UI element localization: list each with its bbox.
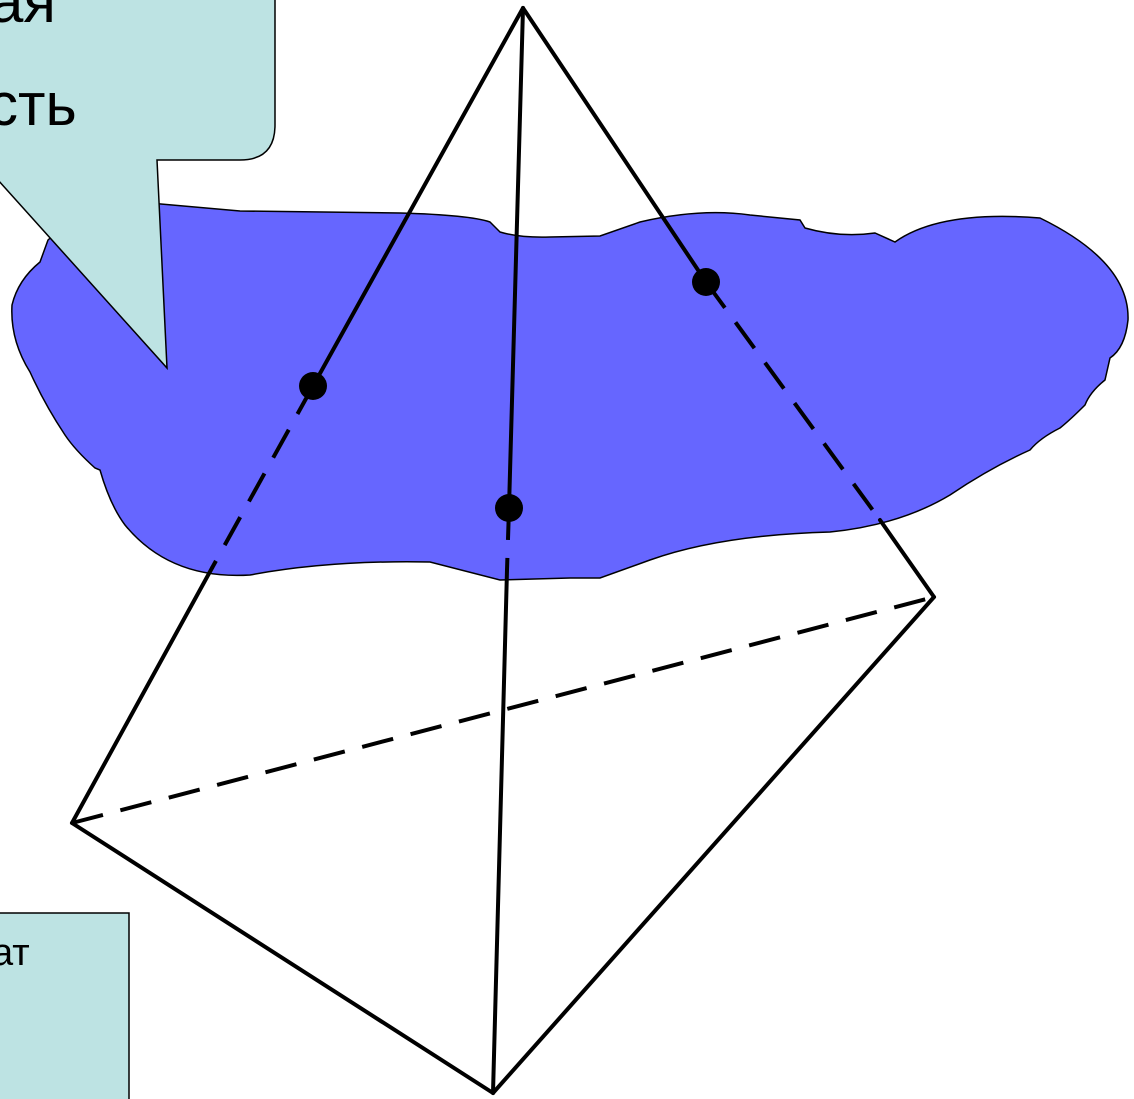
cutting-plane [11, 199, 1129, 581]
intersection-point-middle [495, 494, 523, 522]
intersection-point-right [692, 268, 720, 296]
edge-apex-middle-upper [507, 6, 525, 510]
edge-apex-middle-lower [491, 568, 509, 1095]
intersection-point-left [299, 372, 327, 400]
callout-line-2: сть [0, 71, 77, 138]
callout-line-1: ая [0, 0, 56, 35]
edge-apex-left-upper [311, 6, 525, 388]
edge-apex-left-lower [70, 566, 214, 825]
edge-apex-right-lower [878, 518, 936, 599]
callout-bubble [0, 0, 276, 371]
note-box [0, 912, 130, 1099]
edge-base-right-front [491, 595, 936, 1095]
edge-apex-right-upper [521, 6, 708, 284]
edge-apex-left-hidden [210, 385, 315, 569]
edge-base-left-front [70, 821, 495, 1095]
note-text: ат [0, 932, 30, 974]
